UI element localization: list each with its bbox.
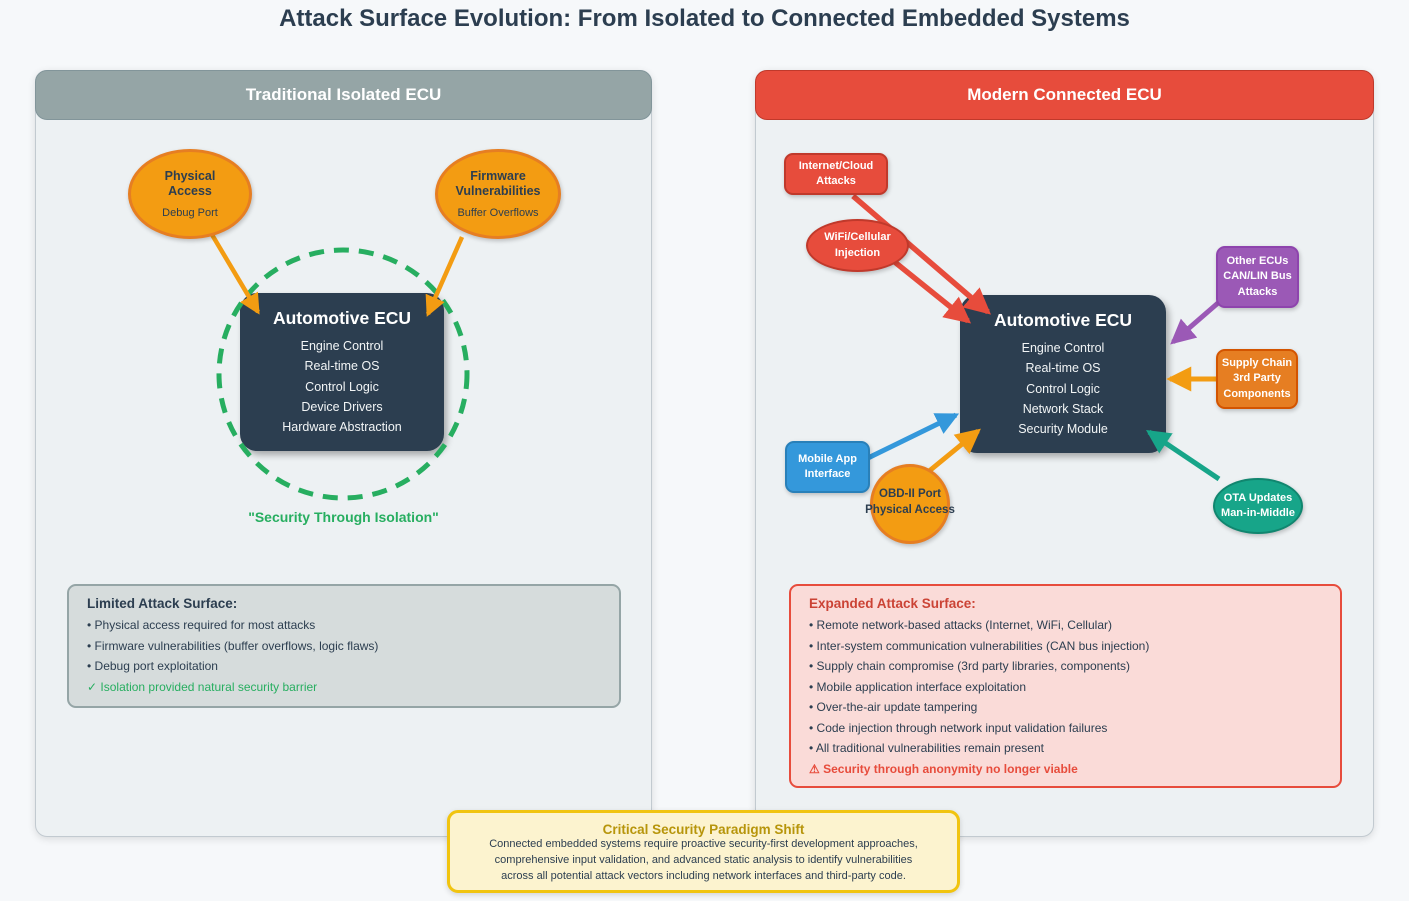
attack-list-item: Inter-system communication vulnerabiliti… [809, 636, 1322, 657]
ecu-box-right: Automotive ECU Engine Control Real-time … [960, 295, 1166, 453]
paradigm-shift-title: Critical Security Paradigm Shift [602, 822, 805, 837]
expanded-attack-surface-title: Expanded Attack Surface: [809, 596, 976, 611]
ecu-title: Automotive ECU [993, 310, 1133, 330]
node-title: Access [168, 183, 212, 198]
limited-attack-surface-box: Limited Attack Surface: Physical access … [67, 584, 621, 708]
node-title: WiFi/Cellular [824, 231, 891, 243]
node-title: Mobile App [798, 452, 857, 465]
attack-list-item: Code injection through network input val… [809, 718, 1322, 739]
node-title: 3rd Party [1233, 372, 1281, 385]
attack-list-item-positive: ✓ Isolation provided natural security ba… [87, 677, 601, 698]
arrow-other-ecus-to-ecu [1170, 301, 1220, 345]
other-ecus-attacks-node: Other ECUs CAN/LIN Bus Attacks [1216, 246, 1299, 308]
node-title: Interface [804, 468, 851, 480]
warning-icon: ⚠ [809, 761, 820, 776]
attack-list-item-warning: ⚠ Security through anonymity no longer v… [809, 759, 1322, 780]
limited-attack-surface-title: Limited Attack Surface: [87, 596, 238, 611]
attack-list-item: Debug port exploitation [87, 656, 601, 677]
expanded-attack-surface-box: Expanded Attack Surface: Remote network-… [789, 584, 1342, 788]
modern-connected-ecu-panel: Modern Connected ECU Automotive ECU Engi… [755, 70, 1374, 837]
ecu-item: Engine Control [1021, 341, 1105, 355]
node-title: Attacks [1237, 285, 1278, 298]
ecu-title: Automotive ECU [272, 308, 412, 328]
node-title: Physical Access [865, 503, 955, 516]
page-title: Attack Surface Evolution: From Isolated … [279, 5, 1130, 32]
physical-access-node: Physical Access Debug Port [128, 149, 252, 239]
ecu-item: Real-time OS [304, 359, 380, 374]
node-title: Firmware [470, 169, 526, 183]
ecu-item: Control Logic [305, 379, 379, 394]
ecu-item: Engine Control [300, 339, 384, 353]
ecu-box-left: Automotive ECU Engine Control Real-time … [240, 293, 444, 451]
ecu-item: Security Module [1018, 422, 1108, 437]
attack-list-item: All traditional vulnerabilities remain p… [809, 738, 1322, 759]
attack-list-item: Remote network-based attacks (Internet, … [809, 615, 1322, 636]
node-title: Components [1223, 387, 1291, 400]
wifi-cellular-injection-node: WiFi/Cellular Injection [806, 219, 909, 272]
obd-port-label: OBD-II Port Physical Access [855, 487, 965, 518]
mobile-app-interface-node: Mobile App Interface [785, 441, 870, 493]
ecu-item: Control Logic [1026, 381, 1100, 396]
security-through-isolation-caption: "Security Through Isolation" [248, 509, 439, 525]
node-title: Injection [834, 246, 881, 259]
traditional-isolated-ecu-panel: Traditional Isolated ECU Automotive ECU … [35, 70, 652, 837]
ecu-item: Device Drivers [301, 399, 383, 414]
node-title: Vulnerabilities [455, 183, 541, 198]
arrow-wifi-to-ecu [889, 256, 972, 324]
paradigm-shift-text: across all potential attack vectors incl… [501, 869, 906, 882]
ota-updates-node: OTA Updates Man-in-Middle [1213, 478, 1303, 534]
node-title: Physical [164, 169, 216, 183]
attack-list-item: Mobile application interface exploitatio… [809, 677, 1322, 698]
attack-list-item: Physical access required for most attack… [87, 615, 601, 636]
paradigm-shift-text: comprehensive input validation, and adva… [494, 853, 913, 866]
paradigm-shift-text: Connected embedded systems require proac… [489, 838, 918, 850]
node-title: Attacks [816, 175, 856, 187]
node-title: OTA Updates [1223, 491, 1293, 504]
ecu-item: Real-time OS [1025, 361, 1101, 376]
supply-chain-node: Supply Chain 3rd Party Components [1216, 349, 1298, 409]
firmware-vulnerabilities-node: Firmware Vulnerabilities Buffer Overflow… [435, 149, 561, 239]
node-title: Man-in-Middle [1221, 507, 1295, 519]
paradigm-shift-box: Critical Security Paradigm Shift Connect… [447, 810, 960, 893]
attack-list-item: Firmware vulnerabilities (buffer overflo… [87, 636, 601, 657]
obd-port-node [870, 464, 950, 544]
left-panel-header: Traditional Isolated ECU [35, 70, 652, 120]
ecu-item: Network Stack [1022, 401, 1104, 416]
node-title: CAN/LIN Bus [1223, 270, 1292, 283]
warning-text: Security through anonymity no longer via… [819, 761, 1078, 776]
node-subtitle: Buffer Overflows [457, 207, 539, 219]
check-text: Isolation provided natural security barr… [97, 679, 318, 694]
internet-cloud-attacks-node: Internet/Cloud Attacks [784, 153, 888, 195]
node-title: Other ECUs [1226, 254, 1289, 267]
attack-list-item: Supply chain compromise (3rd party libra… [809, 656, 1322, 677]
check-icon: ✓ [87, 679, 98, 694]
node-title: Internet/Cloud [798, 159, 874, 172]
arrow-mobile-to-ecu [866, 412, 960, 461]
attack-list-item: Over-the-air update tampering [809, 697, 1322, 718]
node-title: Supply Chain [1221, 356, 1293, 369]
right-panel-header: Modern Connected ECU [755, 70, 1374, 120]
node-subtitle: Debug Port [162, 207, 218, 219]
ecu-item: Hardware Abstraction [282, 420, 402, 435]
node-title: OBD-II Port [879, 488, 941, 500]
